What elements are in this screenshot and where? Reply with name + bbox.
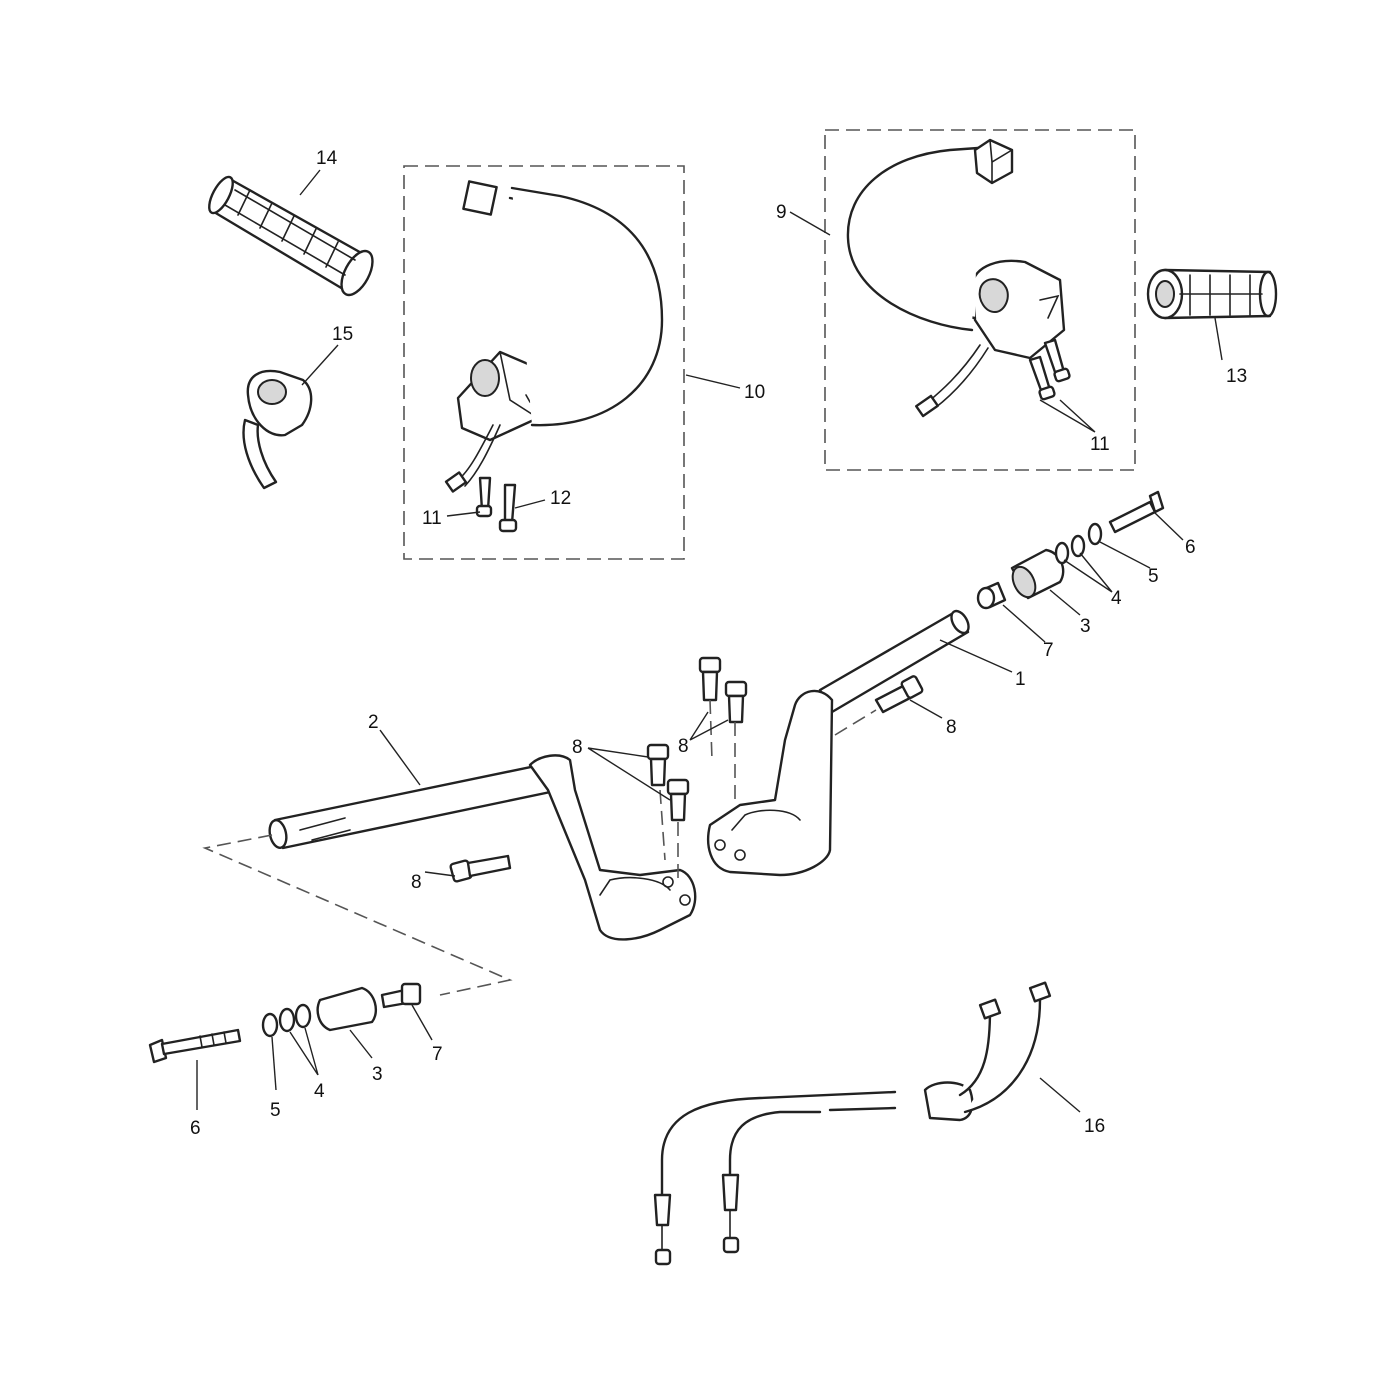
callout-2: 2 [368,712,379,733]
callout-8-mid: 8 [572,737,583,758]
callout-7-right: 7 [1043,640,1054,661]
bolt-8-upper-b [724,680,748,724]
hand-grip-right [1146,268,1278,320]
bar-end-plug-7-left [380,982,422,1009]
bolt-6-right [1108,490,1165,534]
screw-11-left [475,476,493,518]
callout-11-left: 11 [422,508,442,529]
callout-9: 9 [776,202,787,223]
callout-6-right: 6 [1185,537,1196,558]
bolt-8-lower [449,854,512,883]
bar-end-weight-3-right [1010,548,1065,600]
right-handlebar [707,609,970,877]
callout-8-upper: 8 [678,736,689,757]
screws-11-right [1028,338,1071,401]
callout-10: 10 [744,382,765,403]
callout-13: 13 [1226,366,1247,387]
throttle-cables [653,981,1052,1266]
callout-14: 14 [316,148,338,169]
bolt-8-mid-a [646,743,670,787]
callout-4-right: 4 [1111,588,1122,609]
right-switch-kit-box [824,129,1136,471]
leader-lines [196,169,1223,1113]
callout-8-lower: 8 [411,872,422,893]
washers-4-right [1054,534,1086,565]
left-switch-cube [444,180,664,493]
washer-5-left [261,1012,279,1038]
callout-4-left: 4 [314,1081,325,1102]
screw-12 [498,483,518,533]
hand-grip-left [208,175,374,297]
callout-15: 15 [332,324,353,345]
callout-16: 16 [1084,1116,1105,1137]
bolt-6-left [148,1028,242,1064]
washer-5-right [1087,522,1103,546]
throttle-housing [242,369,313,490]
left-handlebar [268,754,697,941]
callout-8-side: 8 [946,717,957,738]
bolt-8-upper-a [698,656,722,702]
right-switch-cube [846,138,1066,418]
washers-4-left [278,1003,312,1033]
bolt-8-mid-b [666,778,690,822]
callout-7-left: 7 [432,1044,443,1065]
callout-5-right: 5 [1148,566,1159,587]
left-switch-kit-box [403,165,685,560]
callout-1: 1 [1015,669,1026,690]
callout-6-left: 6 [190,1118,201,1139]
callout-3-left: 3 [372,1064,383,1085]
callout-11-right: 11 [1090,434,1110,455]
callout-3-right: 3 [1080,616,1091,637]
callout-5-left: 5 [270,1100,281,1121]
callout-12: 12 [550,488,571,509]
bolt-8-side [874,675,924,714]
bar-end-plug-7-right [976,581,1007,610]
bar-end-weight-3-left [316,986,377,1032]
